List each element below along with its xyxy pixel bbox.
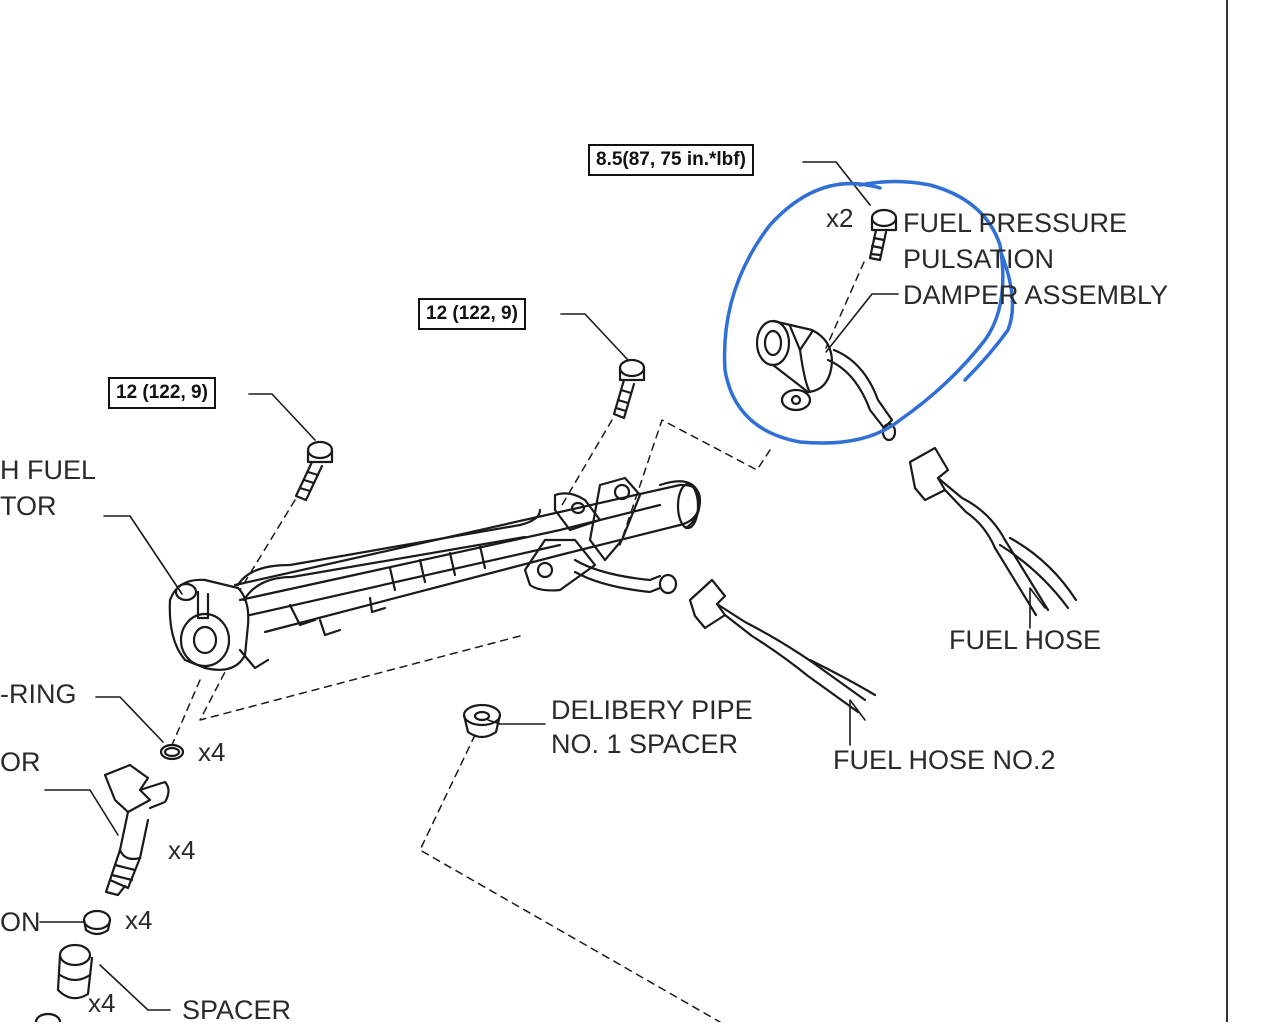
annotation-circle [722,179,1015,445]
fuel-hose-no2-icon [688,578,877,714]
qty-spacer: x4 [88,988,116,1018]
delivery-pipe-spacer-icon [462,703,502,739]
label-left-fuel-line1: H FUEL [0,455,97,485]
label-fuel-hose: FUEL HOSE [949,625,1102,655]
label-left-injector: OR [0,747,41,777]
qty-cushion: x4 [125,905,153,935]
label-fuel-hose-no2: FUEL HOSE NO.2 [833,745,1056,775]
qty-o-ring: x4 [198,737,226,767]
fuel-delivery-pipe-icon [168,476,702,671]
damper-bolt-icon [868,208,898,262]
label-damper-line1: FUEL PRESSURE [903,208,1128,238]
label-spacer-bottom: SPACER [182,995,292,1025]
torque-spec-damper-bolt: 8.5(87, 75 in.*lbf) [588,144,754,176]
dashed-guides [171,261,865,1022]
torque-spec-rail-bolt-left: 12 (122, 9) [108,377,216,409]
qty-injector: x4 [168,835,196,865]
label-left-oring: -RING [0,679,77,709]
torque-spec-rail-bolt-center: 12 (122, 9) [418,298,526,330]
rail-bolt-center-icon [612,358,646,420]
label-left-fuel-line2: TOR [0,491,57,521]
label-damper-line2: PULSATION [903,244,1055,274]
fuel-injector-icon [103,763,170,897]
o-ring-icon [159,743,185,761]
partial-part-icon [34,1012,62,1022]
label-spacer-line2: NO. 1 SPACER [551,729,739,759]
cushion-icon [82,909,112,936]
leader-lines [39,161,1046,1011]
rail-bolt-left-icon [294,440,334,502]
fuel-hose-icon [908,446,1078,617]
label-damper-line3: DAMPER ASSEMBLY [903,280,1169,310]
pulsation-damper-icon [755,319,897,442]
qty-damper-bolts: x2 [826,203,854,233]
label-spacer-line1: DELIBERY PIPE [551,695,753,725]
label-left-cushion: ON [0,907,41,937]
spacer-icon [56,943,94,1000]
